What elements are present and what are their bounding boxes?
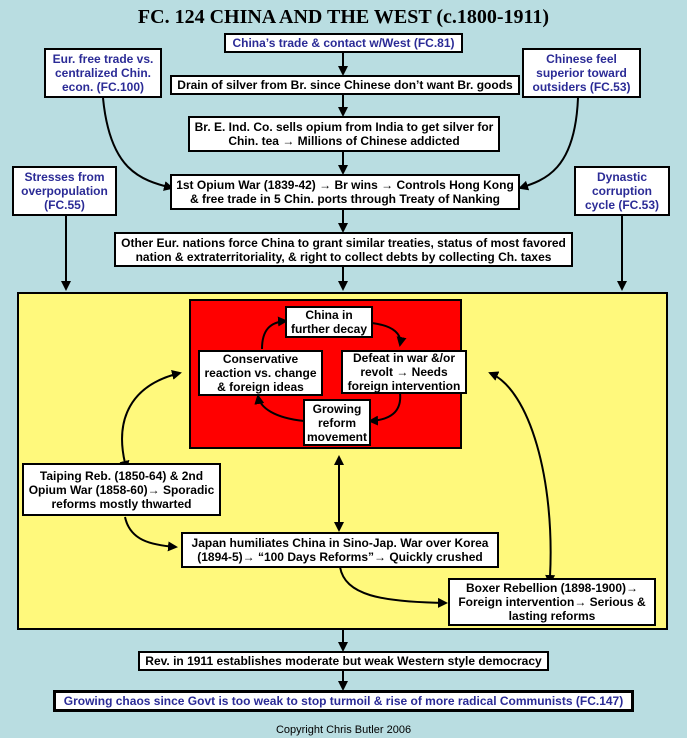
cycle-arrow-2 [368, 392, 402, 426]
box-china-decay: China in further decay [285, 306, 373, 338]
arrow-japan-to-boxer [339, 566, 448, 608]
box-taiping: Taiping Reb. (1850-64) & 2nd Opium War (… [22, 463, 221, 516]
cycle-arrow-4 [261, 316, 288, 350]
box-drain-silver: Drain of silver from Br. since Chinese d… [170, 75, 520, 95]
box-japan: Japan humiliates China in Sino-Jap. War … [181, 532, 499, 568]
box-boxer: Boxer Rebellion (1898-1900)→ Foreign int… [448, 578, 656, 626]
page-title: FC. 124 CHINA AND THE WEST (c.1800-1911) [137, 6, 550, 28]
box-opium-war: 1st Opium War (1839-42) → Br wins → Cont… [170, 174, 520, 210]
arrow-cycle-boxer [488, 371, 556, 585]
arrow-taiping-to-japan [124, 516, 178, 552]
box-opium-sells: Br. E. Ind. Co. sells opium from India t… [188, 116, 500, 152]
box-rev-1911: Rev. in 1911 establishes moderate but we… [138, 651, 549, 671]
box-chinese-superior: Chinese feel superior toward outsiders (… [522, 48, 641, 98]
box-chaos: Growing chaos since Govt is too weak to … [53, 690, 634, 712]
arrow-superior-to-war [518, 97, 579, 191]
box-free-trade: Eur. free trade vs. centralized Chin. ec… [44, 48, 162, 98]
cycle-arrow-3 [254, 394, 305, 422]
cycle-arrow-1 [371, 322, 407, 347]
box-conservative: Conservative reaction vs. change & forei… [198, 350, 323, 396]
arrow-freetrade-to-war [102, 97, 174, 191]
box-other-nations: Other Eur. nations force China to grant … [114, 232, 573, 267]
box-growing-reform: Growing reform movement [303, 399, 371, 446]
box-stresses: Stresses from overpopulation (FC.55) [12, 166, 117, 216]
box-defeat: Defeat in war &/or revolt → Needs foreig… [341, 350, 467, 394]
box-dynastic: Dynastic corruption cycle (FC.53) [574, 166, 670, 216]
copyright: Copyright Chris Butler 2006 [275, 724, 412, 736]
arrow-taiping-cycle [119, 370, 182, 471]
box-trade-contact: China’s trade & contact w/West (FC.81) [224, 33, 463, 53]
